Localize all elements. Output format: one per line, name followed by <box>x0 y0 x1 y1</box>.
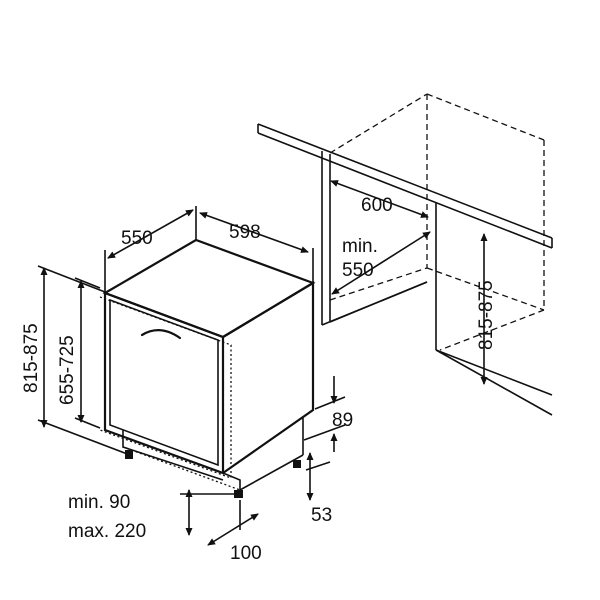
label-kickboard-min: min. 90 <box>68 492 130 513</box>
label-niche-width-600: 600 <box>361 195 393 216</box>
label-kickboard-max: max. 220 <box>68 521 146 542</box>
dim-left-heights-lines <box>37 265 131 456</box>
foot-icon <box>234 490 243 498</box>
worktop <box>257 123 553 249</box>
label-plinth-89: 89 <box>332 410 353 431</box>
label-door-height: 655-725 <box>57 335 78 405</box>
label-plinth-53: 53 <box>311 505 332 526</box>
dim-offset-lines <box>207 500 259 546</box>
label-offset-100: 100 <box>230 543 262 564</box>
dishwasher-base <box>122 418 304 498</box>
dim-width-lines <box>104 206 314 293</box>
dim-kickboard-lines <box>180 489 235 536</box>
label-niche-depth-550: 550 <box>342 260 374 281</box>
foot-icon <box>293 460 301 468</box>
label-width-598: 598 <box>229 222 261 243</box>
label-niche-depth-min: min. <box>342 236 378 257</box>
label-total-height: 815-875 <box>21 323 42 393</box>
right-cabinet-panel <box>435 203 553 416</box>
label-depth-550: 550 <box>121 228 153 249</box>
dim-niche-width-lines <box>330 180 429 218</box>
label-niche-height: 815-875 <box>476 280 497 350</box>
dishwasher-body <box>99 238 316 479</box>
dim-niche-depth-lines <box>331 231 431 295</box>
dim-plinth-lines <box>303 376 346 501</box>
